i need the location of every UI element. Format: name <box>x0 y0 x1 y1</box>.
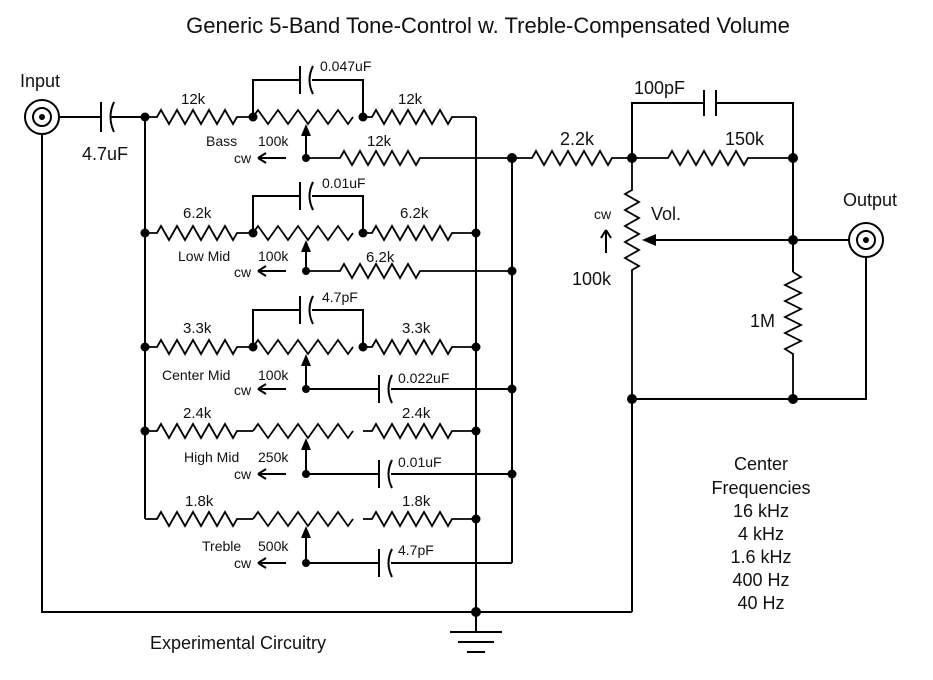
input-capacitor <box>100 101 115 133</box>
center-freq-title-1: Center <box>734 454 788 474</box>
center-freq-4: 400 Hz <box>732 570 789 590</box>
bass-name: Bass <box>206 133 237 149</box>
center-freq-title-2: Frequencies <box>711 478 810 498</box>
load-resistor <box>782 271 804 399</box>
centermid-r-left: 3.3k <box>183 320 212 337</box>
treble-cw: cw <box>234 555 252 571</box>
input-jack <box>24 99 60 135</box>
volume-pot-value: 100k <box>572 269 612 289</box>
series-resistor <box>512 149 632 167</box>
highmid-r-left: 2.4k <box>183 405 212 422</box>
footer-caption: Experimental Circuitry <box>150 633 326 653</box>
treble-r-right: 1.8k <box>402 493 431 510</box>
bass-bridge-cap: 0.047uF <box>320 58 371 74</box>
highmid-cw: cw <box>234 466 252 482</box>
input-cap-label: 4.7uF <box>82 144 128 164</box>
treble-r-left: 1.8k <box>185 493 214 510</box>
band-low-mid <box>145 181 512 280</box>
bass-r-left: 12k <box>181 91 206 108</box>
feedback-cap-label: 100pF <box>634 78 685 98</box>
band-treble <box>145 510 512 578</box>
output-label: Output <box>843 190 897 210</box>
band-center-mid <box>145 295 512 404</box>
centermid-bridge-cap: 4.7pF <box>322 289 358 305</box>
band-high-mid <box>145 422 512 489</box>
lowmid-r-right: 6.2k <box>400 205 429 222</box>
treble-pot: 500k <box>258 538 289 554</box>
lowmid-r-left: 6.2k <box>183 205 212 222</box>
centermid-pot: 100k <box>258 367 289 383</box>
bass-r-right: 12k <box>398 91 423 108</box>
center-freq-3: 1.6 kHz <box>730 547 791 567</box>
feedback-resistor <box>632 149 793 167</box>
highmid-name: High Mid <box>184 449 239 465</box>
band-bass <box>145 65 512 167</box>
centermid-cw: cw <box>234 382 252 398</box>
treble-wiper-part: 4.7pF <box>398 542 434 558</box>
lowmid-wiper-part: 6.2k <box>366 249 395 266</box>
centermid-wiper-part: 0.022uF <box>398 370 449 386</box>
lowmid-pot: 100k <box>258 248 289 264</box>
lowmid-cw: cw <box>234 264 252 280</box>
ground-symbol <box>450 631 502 653</box>
treble-name: Treble <box>202 538 241 554</box>
diagram-title: Generic 5-Band Tone-Control w. Treble-Co… <box>186 13 790 38</box>
centermid-r-right: 3.3k <box>402 320 431 337</box>
highmid-r-right: 2.4k <box>402 405 431 422</box>
bass-cw: cw <box>234 150 252 166</box>
volume-label: Vol. <box>651 204 681 224</box>
center-freq-5: 40 Hz <box>737 593 784 613</box>
centermid-name: Center Mid <box>162 367 230 383</box>
input-label: Input <box>20 71 60 91</box>
highmid-pot: 250k <box>258 449 289 465</box>
lowmid-bridge-cap: 0.01uF <box>322 175 366 191</box>
volume-pot <box>600 158 793 399</box>
highmid-wiper-part: 0.01uF <box>398 454 442 470</box>
bass-pot: 100k <box>258 133 289 149</box>
lowmid-name: Low Mid <box>178 248 230 264</box>
center-freq-2: 4 kHz <box>738 524 784 544</box>
feedback-resistor-label: 150k <box>725 129 765 149</box>
center-frequencies-note: Center Frequencies 16 kHz 4 kHz 1.6 kHz … <box>711 454 810 613</box>
feedback-capacitor <box>703 90 717 116</box>
series-resistor-label: 2.2k <box>560 129 595 149</box>
volume-cw: cw <box>594 206 612 222</box>
output-jack <box>848 222 884 258</box>
center-freq-1: 16 kHz <box>733 501 789 521</box>
bass-wiper-part: 12k <box>367 133 392 150</box>
load-resistor-label: 1M <box>750 311 775 331</box>
